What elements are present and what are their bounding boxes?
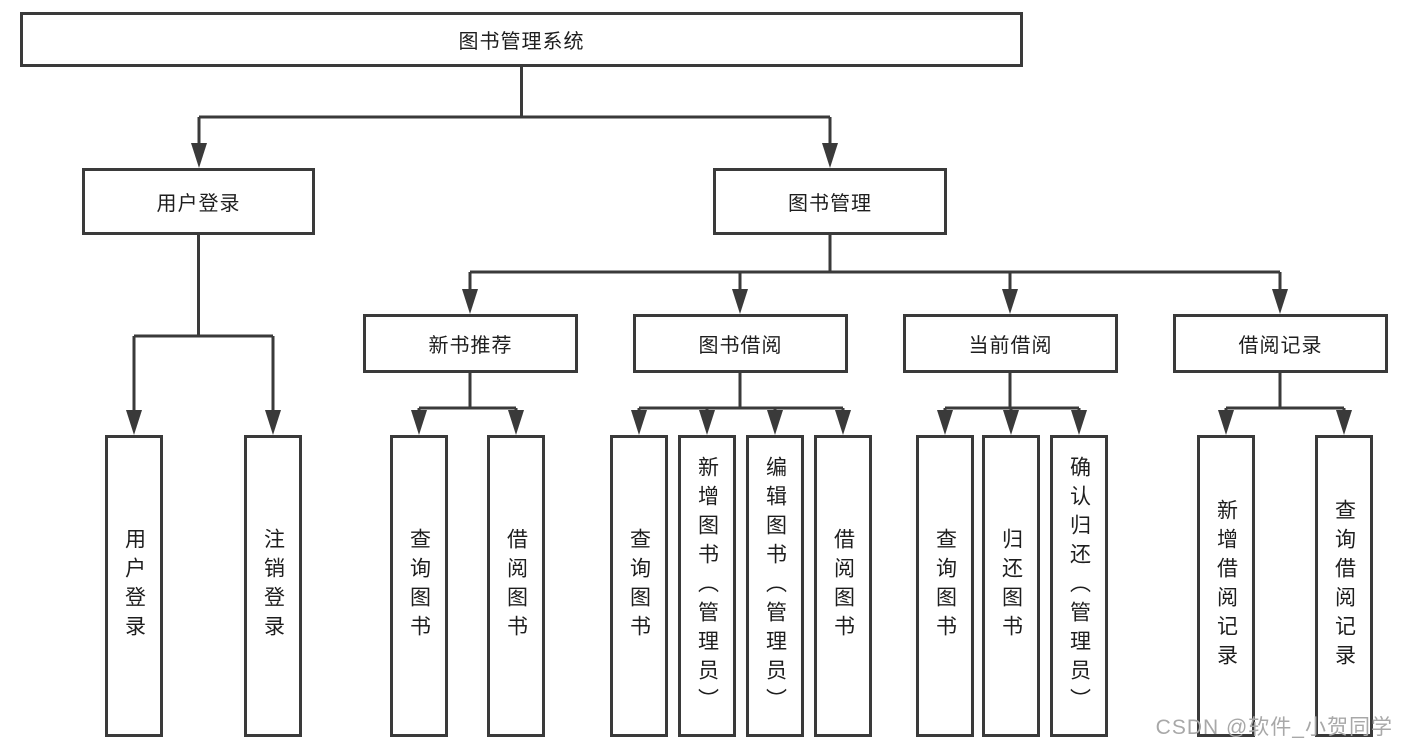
leaf-borrow-add-books-admin: 新增图书（管理员） [678, 435, 736, 737]
node-label: 用户登录 [122, 528, 146, 644]
node-label: 注销登录 [261, 528, 285, 644]
node-label: 确认归还（管理员） [1067, 455, 1091, 717]
leaf-borrow-query-books: 查询图书 [610, 435, 668, 737]
leaf-borrow-borrow-books: 借阅图书 [814, 435, 872, 737]
node-label: 查询图书 [627, 528, 651, 644]
leaf-logout: 注销登录 [244, 435, 302, 737]
node-label: 查询借阅记录 [1332, 499, 1356, 673]
node-borrow-records: 借阅记录 [1173, 314, 1388, 373]
node-label: 归还图书 [999, 528, 1023, 644]
node-book-management: 图书管理 [713, 168, 947, 235]
leaf-borrow-edit-books-admin: 编辑图书（管理员） [746, 435, 804, 737]
node-library-system: 图书管理系统 [20, 12, 1023, 67]
node-label: 用户登录 [156, 193, 241, 215]
node-label: 图书管理系统 [458, 31, 585, 53]
node-label: 新增借阅记录 [1214, 499, 1238, 673]
node-user-login: 用户登录 [82, 168, 315, 235]
leaf-rec-borrow-books: 借阅图书 [487, 435, 545, 737]
node-label: 图书管理 [788, 193, 872, 215]
node-current-borrowing: 当前借阅 [903, 314, 1118, 373]
node-label: 查询图书 [407, 528, 431, 644]
node-label: 新书推荐 [428, 335, 513, 357]
leaf-current-confirm-return-admin: 确认归还（管理员） [1050, 435, 1108, 737]
leaf-user-login: 用户登录 [105, 435, 163, 737]
csdn-watermark: CSDN @软件_小贺同学 [1155, 716, 1393, 739]
leaf-records-query: 查询借阅记录 [1315, 435, 1373, 737]
node-label: 查询图书 [933, 528, 957, 644]
leaf-current-query-books: 查询图书 [916, 435, 974, 737]
node-label: 新增图书（管理员） [695, 455, 719, 717]
node-book-borrowing: 图书借阅 [633, 314, 848, 373]
node-label: 借阅图书 [504, 528, 528, 644]
node-label: 借阅图书 [831, 528, 855, 644]
node-new-book-recommend: 新书推荐 [363, 314, 578, 373]
node-label: 借阅记录 [1238, 335, 1323, 357]
node-label: 当前借阅 [968, 335, 1053, 357]
node-label: 编辑图书（管理员） [763, 455, 787, 717]
leaf-records-add: 新增借阅记录 [1197, 435, 1255, 737]
leaf-current-return-books: 归还图书 [982, 435, 1040, 737]
leaf-rec-query-books: 查询图书 [390, 435, 448, 737]
node-label: 图书借阅 [698, 335, 783, 357]
